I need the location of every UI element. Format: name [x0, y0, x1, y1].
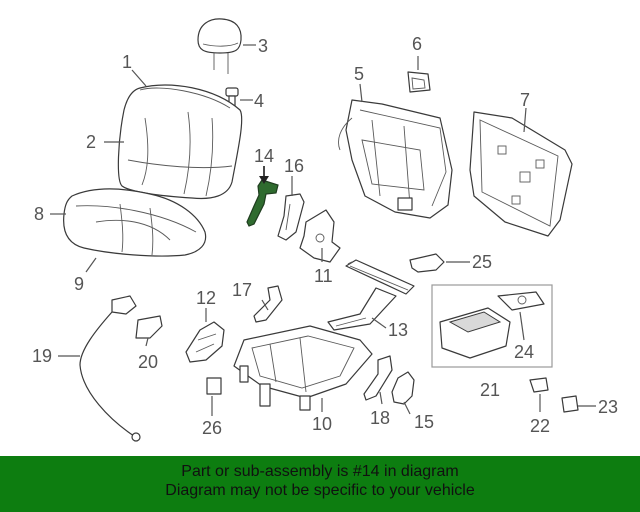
part-14-highlighted — [246, 179, 279, 227]
callout-7: 7 — [520, 90, 530, 110]
part-clip-23 — [561, 395, 579, 413]
callout-12: 12 — [196, 288, 216, 308]
part-cable — [79, 295, 141, 442]
callout-21: 21 — [480, 380, 500, 400]
callout-8: 8 — [34, 204, 44, 224]
part-back-board — [469, 111, 573, 237]
part-bracket-15 — [391, 371, 415, 405]
callout-1: 1 — [122, 52, 132, 72]
part-seat-back — [117, 84, 243, 200]
callout-17: 17 — [232, 280, 252, 300]
callout-9: 9 — [74, 274, 84, 294]
callout-2: 2 — [86, 132, 96, 152]
callout-15: 15 — [414, 412, 434, 432]
armrest-group-box — [431, 284, 553, 368]
callout-6: 6 — [412, 34, 422, 54]
info-banner: Part or sub-assembly is #14 in diagram D… — [0, 456, 640, 512]
part-panel-17 — [253, 285, 283, 323]
part-seat-frame — [233, 325, 373, 411]
callout-22: 22 — [530, 416, 550, 436]
callout-13: 13 — [388, 320, 408, 340]
callout-10: 10 — [312, 414, 332, 434]
part-bracket-18 — [363, 355, 393, 401]
parts-diagram: 3 4 1 2 8 9 5 6 7 14 16 11 25 13 17 12 2… — [32, 18, 618, 442]
part-cover-25 — [409, 253, 445, 273]
part-14-arrow — [259, 166, 269, 184]
callout-25: 25 — [472, 252, 492, 272]
part-armrest — [439, 291, 545, 359]
callout-20: 20 — [138, 352, 158, 372]
part-seat-cushion — [63, 188, 207, 257]
callout-18: 18 — [370, 408, 390, 428]
callout-14: 14 — [254, 146, 274, 166]
callout-26: 26 — [202, 418, 222, 438]
callout-16: 16 — [284, 156, 304, 176]
part-clip — [206, 377, 222, 395]
callout-4: 4 — [254, 91, 264, 111]
callout-23: 23 — [598, 397, 618, 417]
part-latch — [407, 71, 431, 93]
part-rail — [327, 259, 415, 331]
part-cover-12 — [185, 321, 225, 363]
part-hinge — [299, 209, 341, 263]
callout-3: 3 — [258, 36, 268, 56]
part-clip-22 — [529, 377, 549, 393]
part-bezel — [135, 315, 163, 339]
part-bracket-16 — [277, 193, 305, 241]
callout-11: 11 — [314, 266, 333, 286]
callout-19: 19 — [32, 346, 52, 366]
callout-24: 24 — [514, 342, 534, 362]
callout-5: 5 — [354, 64, 364, 84]
banner-line-1: Part or sub-assembly is #14 in diagram — [181, 463, 459, 480]
banner-line-2: Diagram may not be specific to your vehi… — [165, 482, 475, 499]
part-headrest — [197, 18, 242, 74]
callout-numbers: 3 4 1 2 8 9 5 6 7 14 16 11 25 13 17 12 2… — [32, 34, 618, 438]
part-seat-back-frame — [338, 99, 453, 219]
